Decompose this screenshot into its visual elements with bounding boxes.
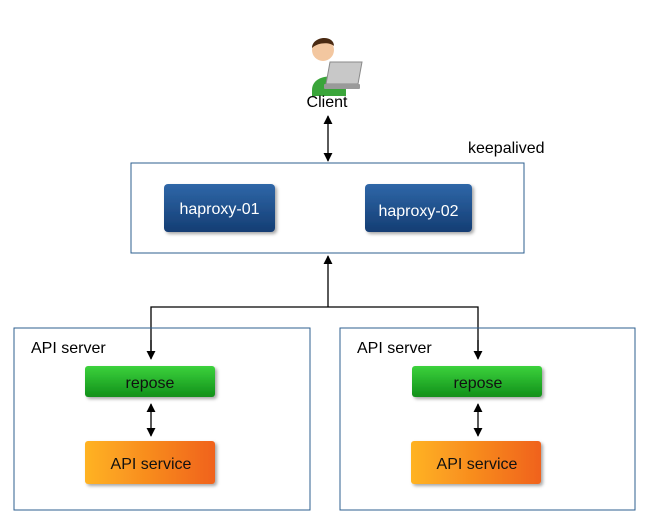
repose-label-right: repose xyxy=(454,375,503,392)
api-server-container-left xyxy=(13,327,311,511)
repose-label-left: repose xyxy=(126,375,175,392)
api-server-title-right: API server xyxy=(357,340,432,357)
api-service-label-left: API service xyxy=(111,456,192,473)
api-service-box-left xyxy=(85,441,215,484)
client-label: Client xyxy=(307,94,348,111)
haproxy-01-label: haproxy-01 xyxy=(179,201,259,218)
api-server-title-left: API server xyxy=(31,340,106,357)
haproxy-02-box xyxy=(365,184,472,232)
repose-box-right xyxy=(412,366,542,397)
keepalived-label: keepalived xyxy=(468,140,545,157)
user-laptop-icon xyxy=(312,37,363,96)
branch-connector xyxy=(150,306,479,356)
api-service-label-right: API service xyxy=(437,456,518,473)
api-server-container-right xyxy=(339,327,636,511)
repose-box-left xyxy=(85,366,215,397)
haproxy-02-label: haproxy-02 xyxy=(378,203,458,220)
haproxy-01-box xyxy=(164,184,275,232)
api-service-box-right xyxy=(411,441,541,484)
